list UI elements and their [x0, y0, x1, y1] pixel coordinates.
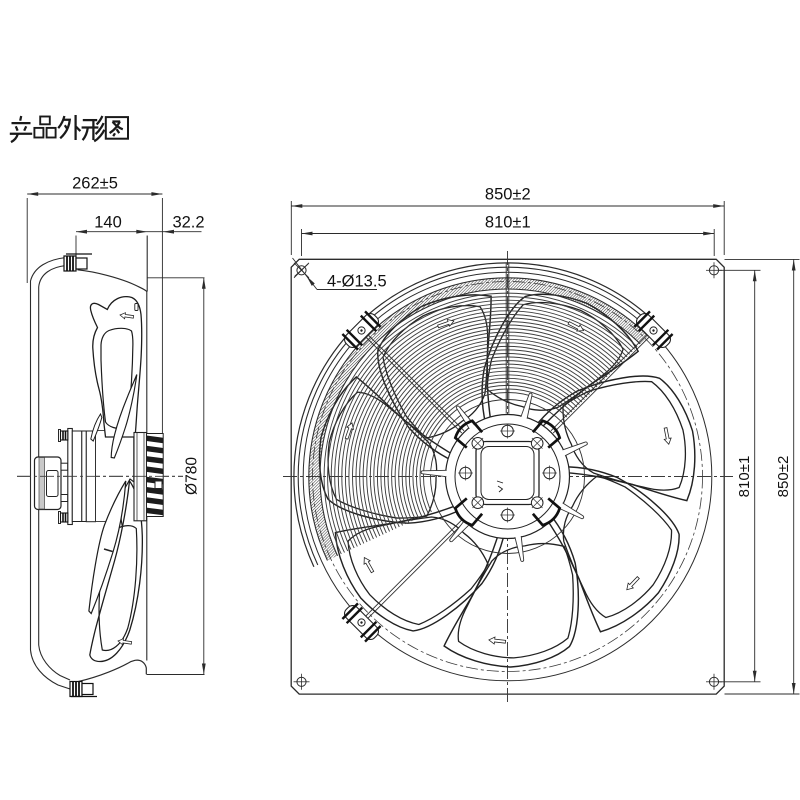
svg-text:Ø780: Ø780: [184, 457, 201, 495]
svg-text:850±2: 850±2: [485, 186, 531, 204]
svg-text:810±1: 810±1: [485, 214, 531, 232]
svg-text:850±2: 850±2: [775, 456, 792, 498]
svg-text:32.2: 32.2: [172, 214, 204, 232]
svg-text:140: 140: [94, 214, 122, 232]
svg-text:810±1: 810±1: [736, 456, 753, 498]
svg-text:4-Ø13.5: 4-Ø13.5: [327, 273, 387, 291]
svg-text:262±5: 262±5: [72, 175, 118, 193]
